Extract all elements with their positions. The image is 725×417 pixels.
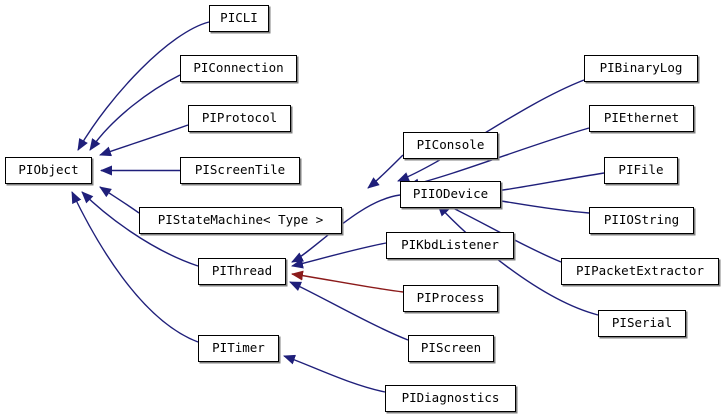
class-node-pithread[interactable]: PIThread	[198, 258, 286, 285]
class-node-label: PIProcess	[416, 290, 485, 306]
class-node-label: PIFile	[618, 162, 664, 178]
edge-piprocess-to-pithread	[291, 270, 404, 293]
class-node-piserial[interactable]: PISerial	[598, 310, 686, 337]
class-node-piconsole[interactable]: PIConsole	[403, 132, 498, 159]
class-node-label: PIDiagnostics	[401, 390, 500, 406]
class-node-piconnection[interactable]: PIConnection	[180, 55, 297, 82]
class-node-piprocess[interactable]: PIProcess	[403, 285, 498, 312]
class-node-label: PIConnection	[193, 60, 284, 76]
edge-pidiagnostics-to-pitimer	[283, 354, 386, 393]
class-node-label: PIScreenTile	[194, 162, 286, 178]
class-node-label: PIEthernet	[603, 110, 680, 126]
edge-pistatemachine-to-piobject	[99, 186, 140, 214]
class-node-label: PIIOString	[603, 212, 680, 228]
edge-pibinarylog-to-piiodevice	[397, 79, 585, 182]
class-node-label: PIProtocol	[201, 110, 278, 126]
class-node-pikbdlistener[interactable]: PIKbdListener	[386, 232, 514, 259]
class-node-pidiagnostics[interactable]: PIDiagnostics	[385, 385, 516, 412]
class-node-label: PISerial	[611, 315, 673, 331]
edge-pikbdlistener-to-pithread	[291, 242, 387, 269]
class-node-label: PITimer	[212, 340, 265, 356]
class-node-picli[interactable]: PICLI	[209, 5, 269, 32]
class-node-piobject[interactable]: PIObject	[5, 157, 92, 184]
class-node-pistatemachine[interactable]: PIStateMachine< Type >	[139, 207, 342, 234]
edge-piconsole-to-piiodevice	[367, 154, 404, 189]
class-node-label: PIThread	[211, 263, 273, 279]
class-node-label: PIBinaryLog	[599, 60, 683, 76]
class-node-pitimer[interactable]: PITimer	[198, 335, 279, 362]
class-node-pipacketextractor[interactable]: PIPacketExtractor	[561, 258, 719, 285]
class-node-label: PIPacketExtractor	[576, 263, 704, 279]
edge-piconnection-to-piobject	[89, 74, 181, 151]
class-node-pibinarylog[interactable]: PIBinaryLog	[584, 55, 698, 82]
class-node-piiostring[interactable]: PIIOString	[589, 207, 694, 234]
class-node-piscreen[interactable]: PIScreen	[408, 335, 494, 362]
edge-pifile-to-piiodevice	[487, 172, 605, 196]
class-node-label: PIStateMachine< Type >	[157, 212, 324, 228]
class-node-piscreentile[interactable]: PIScreenTile	[180, 157, 300, 184]
class-node-label: PIIODevice	[412, 186, 489, 202]
class-node-pifile[interactable]: PIFile	[604, 157, 678, 184]
edge-piprotocol-to-piobject	[99, 124, 189, 157]
class-node-label: PICLI	[220, 10, 258, 26]
class-node-label: PIConsole	[416, 137, 485, 153]
class-node-label: PIScreen	[420, 340, 482, 356]
class-node-piiodevice[interactable]: PIIODevice	[400, 181, 501, 208]
class-node-piethernet[interactable]: PIEthernet	[589, 105, 694, 132]
class-node-label: PIObject	[18, 162, 79, 178]
class-node-piprotocol[interactable]: PIProtocol	[188, 105, 291, 132]
class-node-label: PIKbdListener	[401, 237, 499, 253]
edge-piiostring-to-piiodevice	[487, 195, 590, 214]
edge-piscreen-to-pithread	[289, 281, 409, 341]
